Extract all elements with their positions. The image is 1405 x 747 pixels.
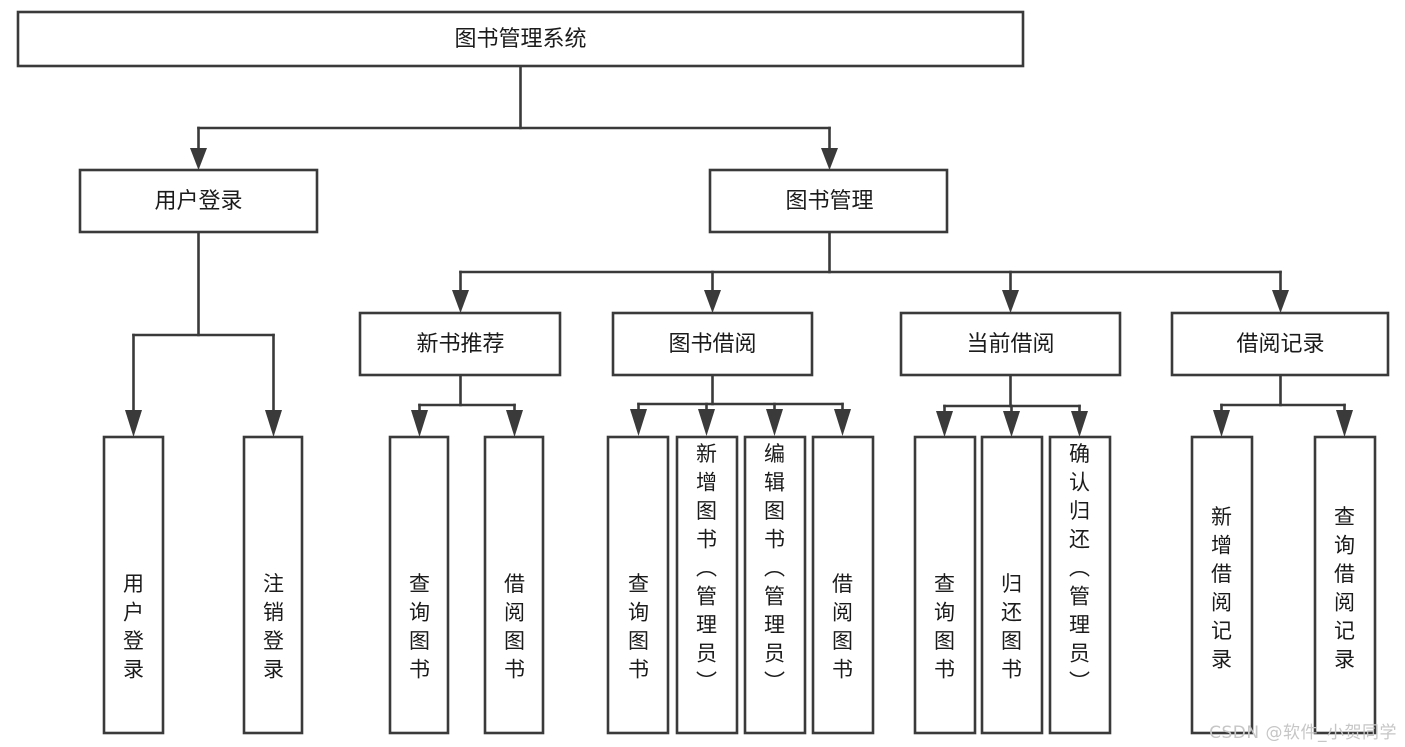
- leaf-borrow-book-label: 借阅图书: [832, 572, 853, 682]
- leaf-query-book-borrow-box[interactable]: [606, 435, 670, 735]
- arrow-root-to-book-mgmt: [821, 148, 838, 170]
- user-login-label: 用户登录: [154, 189, 242, 214]
- borrow-record-label: 借阅记录: [1236, 332, 1324, 357]
- arrow-userlogin-leaf-1: [125, 410, 142, 437]
- borrow-record-box[interactable]: [1170, 311, 1390, 377]
- arrow-borrow-leaf-1: [630, 409, 647, 436]
- user-login-box[interactable]: [78, 168, 319, 234]
- leaf-query-book-newbook-box[interactable]: [388, 435, 450, 735]
- leaf-query-book-borrow[interactable]: 查询图书: [606, 435, 670, 735]
- leaf-query-book-newbook[interactable]: 查询图书: [388, 435, 450, 735]
- leaf-logout[interactable]: 注销登录: [242, 435, 304, 735]
- leaf-edit-book-admin-box[interactable]: [743, 435, 807, 735]
- node-borrow-record[interactable]: 借阅记录: [1170, 311, 1390, 377]
- book-management-box[interactable]: [708, 168, 949, 234]
- arrow-newbook-leaf-2: [506, 410, 523, 437]
- leaf-return-book[interactable]: 归还图书: [980, 435, 1044, 735]
- node-user-login[interactable]: 用户登录: [78, 168, 319, 234]
- leaf-borrow-book-newbook[interactable]: 借阅图书: [483, 435, 545, 735]
- node-root[interactable]: 图书管理系统: [16, 10, 1025, 68]
- leaf-add-book-admin-box[interactable]: [675, 435, 739, 735]
- current-borrow-label: 当前借阅: [966, 332, 1054, 357]
- arrow-bookmgmt-child-3: [1002, 290, 1019, 313]
- book-management-label: 图书管理: [785, 189, 873, 214]
- arrow-root-to-user-login: [190, 148, 207, 170]
- arrow-bookmgmt-child-1: [452, 290, 469, 313]
- leaf-query-borrow-record[interactable]: 查询借阅记录: [1313, 435, 1377, 735]
- leaf-confirm-return-admin-label: 确认归还︵管理员︶: [1069, 442, 1090, 694]
- book-borrow-box[interactable]: [611, 311, 814, 377]
- arrow-userlogin-leaf-2: [265, 410, 282, 437]
- arrow-record-leaf-1: [1213, 410, 1230, 437]
- arrow-bookmgmt-child-4: [1272, 290, 1289, 313]
- new-book-recommend-box[interactable]: [358, 311, 562, 377]
- leaf-add-book-admin[interactable]: 新增图书︵管理员︶: [675, 435, 739, 735]
- node-book-borrow[interactable]: 图书借阅: [611, 311, 814, 377]
- arrow-newbook-leaf-1: [411, 410, 428, 437]
- new-book-recommend-label: 新书推荐: [416, 332, 504, 357]
- leaf-query-borrow-record-label: 查询借阅记录: [1334, 505, 1355, 672]
- leaf-borrow-book-box[interactable]: [811, 435, 875, 735]
- book-borrow-label: 图书借阅: [668, 332, 756, 357]
- leaf-confirm-return-admin[interactable]: 确认归还︵管理员︶: [1048, 435, 1112, 735]
- arrow-record-leaf-2: [1336, 410, 1353, 437]
- node-new-book-recommend[interactable]: 新书推荐: [358, 311, 562, 377]
- arrow-borrow-leaf-2: [698, 409, 715, 436]
- leaf-user-login-box[interactable]: [102, 435, 165, 735]
- leaf-add-borrow-record-box[interactable]: [1190, 435, 1254, 735]
- leaf-query-book-newbook-label: 查询图书: [409, 572, 430, 682]
- current-borrow-box[interactable]: [899, 311, 1122, 377]
- arrow-borrow-leaf-4: [834, 409, 851, 436]
- leaf-borrow-book[interactable]: 借阅图书: [811, 435, 875, 735]
- leaf-return-book-box[interactable]: [980, 435, 1044, 735]
- leaf-add-borrow-record-label: 新增借阅记录: [1211, 505, 1232, 672]
- leaf-edit-book-admin-label: 编辑图书︵管理员︶: [764, 442, 785, 694]
- leaf-query-borrow-record-box[interactable]: [1313, 435, 1377, 735]
- root-label: 图书管理系统: [454, 27, 586, 52]
- leaf-add-book-admin-label: 新增图书︵管理员︶: [696, 442, 717, 694]
- node-current-borrow[interactable]: 当前借阅: [899, 311, 1122, 377]
- leaf-confirm-return-admin-box[interactable]: [1048, 435, 1112, 735]
- leaf-edit-book-admin[interactable]: 编辑图书︵管理员︶: [743, 435, 807, 735]
- leaf-user-login[interactable]: 用户登录: [102, 435, 165, 735]
- leaf-logout-box[interactable]: [242, 435, 304, 735]
- leaf-query-book-current-label: 查询图书: [934, 572, 955, 682]
- leaf-logout-label: 注销登录: [263, 572, 284, 682]
- arrow-current-leaf-2: [1003, 411, 1020, 437]
- connector-layer: [125, 64, 1353, 437]
- leaf-query-book-current[interactable]: 查询图书: [913, 435, 977, 735]
- arrow-bookmgmt-child-2: [704, 290, 721, 313]
- leaf-borrow-book-newbook-box[interactable]: [483, 435, 545, 735]
- arrow-current-leaf-1: [936, 411, 953, 437]
- leaf-add-borrow-record[interactable]: 新增借阅记录: [1190, 435, 1254, 735]
- leaf-query-book-borrow-label: 查询图书: [628, 572, 649, 682]
- arrow-borrow-leaf-3: [766, 409, 783, 436]
- root-box[interactable]: [16, 10, 1025, 68]
- arrow-current-leaf-3: [1071, 411, 1088, 437]
- node-book-management[interactable]: 图书管理: [708, 168, 949, 234]
- leaf-borrow-book-newbook-label: 借阅图书: [504, 572, 525, 682]
- leaf-return-book-label: 归还图书: [1001, 572, 1022, 682]
- leaf-query-book-current-box[interactable]: [913, 435, 977, 735]
- leaf-user-login-label: 用户登录: [123, 572, 144, 682]
